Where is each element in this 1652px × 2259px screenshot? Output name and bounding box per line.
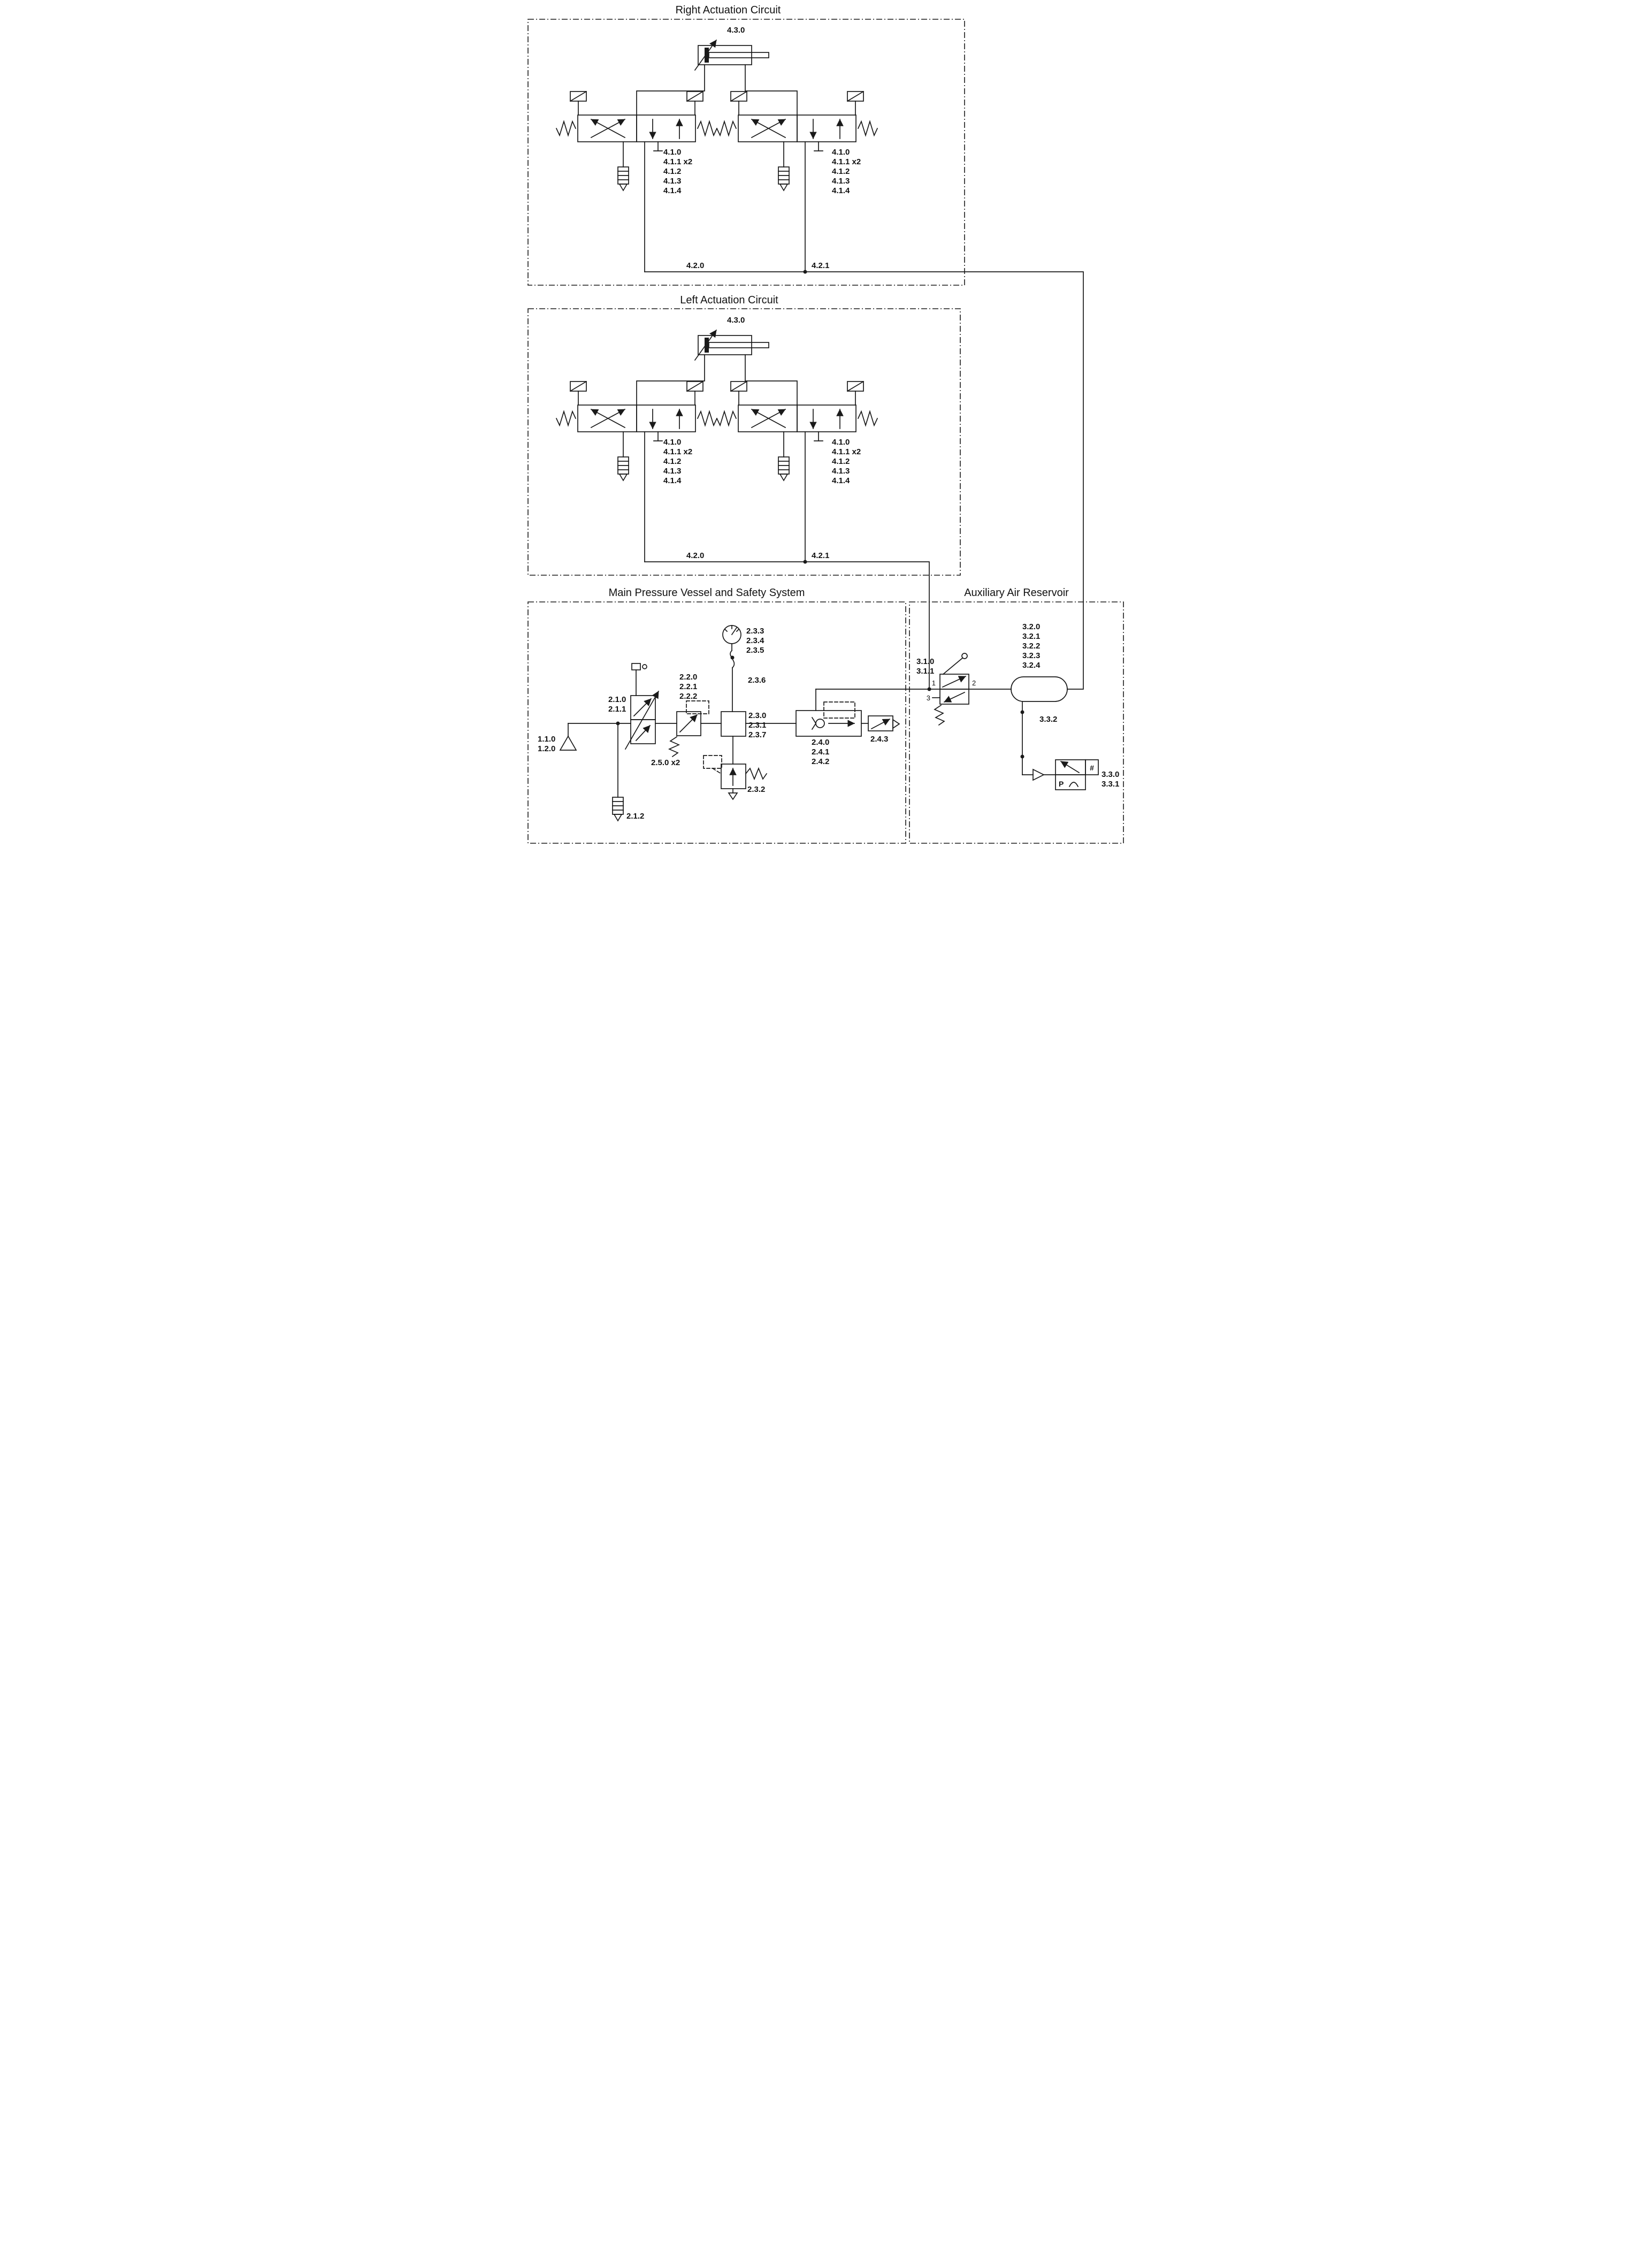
- reservoir-label: 3.2.1: [1022, 632, 1040, 641]
- sensor-label: 3.3.1: [1102, 780, 1119, 789]
- valve-label: 4.1.4: [832, 186, 850, 195]
- actuation-circuit-icon: [556, 40, 877, 274]
- left-actuation-drawing: [556, 330, 930, 690]
- pressure-gauge-icon: [722, 625, 741, 712]
- lever-valve-label: 3.1.1: [916, 667, 934, 676]
- manifold-label: 2.3.7: [748, 730, 766, 739]
- aux-system-border: [909, 601, 1124, 844]
- valve-label: 4.1.3: [663, 467, 681, 476]
- right-circuit-border: [527, 19, 965, 286]
- valve-label: 4.1.2: [663, 457, 681, 466]
- right-actuation-drawing: [556, 40, 1084, 690]
- branch-filter-icon: [612, 721, 624, 821]
- pneumatic-schematic: Right Actuation Circuit 4.3.0 4.1.0 4.1.…: [527, 4, 1124, 844]
- valve-label: 4.1.1 x2: [832, 447, 861, 456]
- sensor-hash-glyph: #: [1090, 764, 1094, 772]
- section-title: Auxiliary Air Reservoir: [964, 587, 1069, 599]
- gauge-label: 2.3.4: [746, 636, 764, 645]
- relief-label: 2.5.0 x2: [651, 758, 680, 767]
- port-label: 3: [927, 694, 930, 702]
- valve-label: 4.1.2: [832, 457, 850, 466]
- valve-label: 4.1.0: [663, 148, 681, 157]
- lever-valve-label: 3.1.0: [916, 657, 934, 666]
- supply-line-label: 4.2.0: [686, 551, 704, 560]
- valve-label: 4.1.2: [832, 167, 850, 176]
- valve-label: 4.1.2: [663, 167, 681, 176]
- shutoff-valve-icon: [624, 663, 677, 750]
- section-borders: [527, 19, 1124, 844]
- safety-relief-valve-icon: [703, 736, 768, 800]
- filter-label: 2.1.2: [626, 812, 644, 821]
- pressure-sensor-icon: [1055, 759, 1099, 790]
- reservoir-label: 3.2.3: [1022, 651, 1040, 660]
- flow-valve-label: 2.4.3: [870, 735, 888, 744]
- check-valve-label: 2.4.1: [812, 747, 829, 757]
- flow-control-icon: [861, 715, 900, 731]
- valve-label: 4.1.3: [832, 467, 850, 476]
- valve-label: 4.1.0: [663, 438, 681, 447]
- check-valve-label: 2.4.2: [812, 757, 829, 766]
- source-label: 1.2.0: [538, 744, 555, 753]
- main-system-labels: Main Pressure Vessel and Safety System 1…: [538, 587, 888, 821]
- reservoir-label: 3.2.4: [1022, 661, 1041, 670]
- valve-label: 4.1.1 x2: [663, 447, 692, 456]
- supply-line-label: 4.2.1: [812, 261, 829, 270]
- regulator-label: 2.2.1: [679, 682, 697, 691]
- section-title: Right Actuation Circuit: [676, 4, 781, 16]
- regulator-label: 2.2.0: [679, 673, 697, 682]
- safety-valve-label: 2.3.2: [747, 785, 765, 794]
- shutoff-label: 2.1.1: [608, 705, 626, 714]
- actuation-circuit-icon: [556, 330, 877, 564]
- valve-label: 4.1.3: [832, 177, 850, 186]
- air-reservoir-icon: [1011, 676, 1068, 702]
- regulator-icon: [668, 700, 722, 758]
- section-title: Main Pressure Vessel and Safety System: [609, 587, 805, 599]
- section-title: Left Actuation Circuit: [680, 294, 778, 306]
- source-label: 1.1.0: [538, 735, 555, 744]
- lever-valve-icon: [927, 653, 1012, 726]
- sensor-label: 3.3.0: [1102, 770, 1119, 779]
- manifold-label: 2.3.1: [748, 721, 766, 730]
- reservoir-drop-line: [1020, 701, 1034, 775]
- amplifier-icon: [1032, 768, 1056, 781]
- gauge-label: 2.3.3: [746, 627, 764, 636]
- valve-label: 4.1.0: [832, 148, 850, 157]
- hose-label: 2.3.6: [748, 676, 766, 685]
- manifold-block-icon: [721, 711, 797, 737]
- supply-line-label: 4.2.0: [686, 261, 704, 270]
- pneumatic-schematic-page: Right Actuation Circuit 4.3.0 4.1.0 4.1.…: [516, 0, 1136, 847]
- left-actuation-labels: Left Actuation Circuit 4.3.0 4.1.0 4.1.1…: [663, 294, 861, 560]
- drop-line-label: 3.3.2: [1039, 715, 1057, 724]
- aux-system-labels: Auxiliary Air Reservoir 3.1.0 3.1.1 1 2 …: [916, 587, 1119, 789]
- port-label: 1: [932, 679, 936, 687]
- valve-label: 4.1.4: [832, 476, 850, 485]
- valve-label: 4.1.3: [663, 177, 681, 186]
- left-circuit-supply-pipe: [805, 561, 930, 690]
- aux-system-drawing: [927, 653, 1099, 790]
- valve-label: 4.1.1 x2: [663, 157, 692, 166]
- valve-label: 4.1.4: [663, 186, 682, 195]
- valve-label: 4.1.0: [832, 438, 850, 447]
- main-system-border: [527, 601, 906, 844]
- check-valve-label: 2.4.0: [812, 738, 829, 747]
- sensor-pressure-glyph: P: [1059, 780, 1064, 788]
- cylinder-label: 4.3.0: [727, 316, 745, 325]
- reservoir-label: 3.2.2: [1022, 642, 1040, 651]
- valve-label: 4.1.4: [663, 476, 682, 485]
- valve-label: 4.1.1 x2: [832, 157, 861, 166]
- supply-line-label: 4.2.1: [812, 551, 829, 560]
- right-actuation-labels: Right Actuation Circuit 4.3.0 4.1.0 4.1.…: [663, 4, 861, 270]
- gauge-label: 2.3.5: [746, 646, 764, 655]
- main-system-drawing: [559, 625, 940, 821]
- regulator-label: 2.2.2: [679, 692, 697, 701]
- reservoir-label: 3.2.0: [1022, 622, 1040, 631]
- right-circuit-supply-pipe: [805, 271, 1084, 690]
- shutoff-label: 2.1.0: [608, 695, 626, 704]
- air-source-icon: [559, 723, 631, 751]
- manifold-label: 2.3.0: [748, 711, 766, 720]
- left-circuit-border: [527, 308, 961, 576]
- cylinder-label: 4.3.0: [727, 26, 745, 35]
- port-label: 2: [972, 679, 976, 687]
